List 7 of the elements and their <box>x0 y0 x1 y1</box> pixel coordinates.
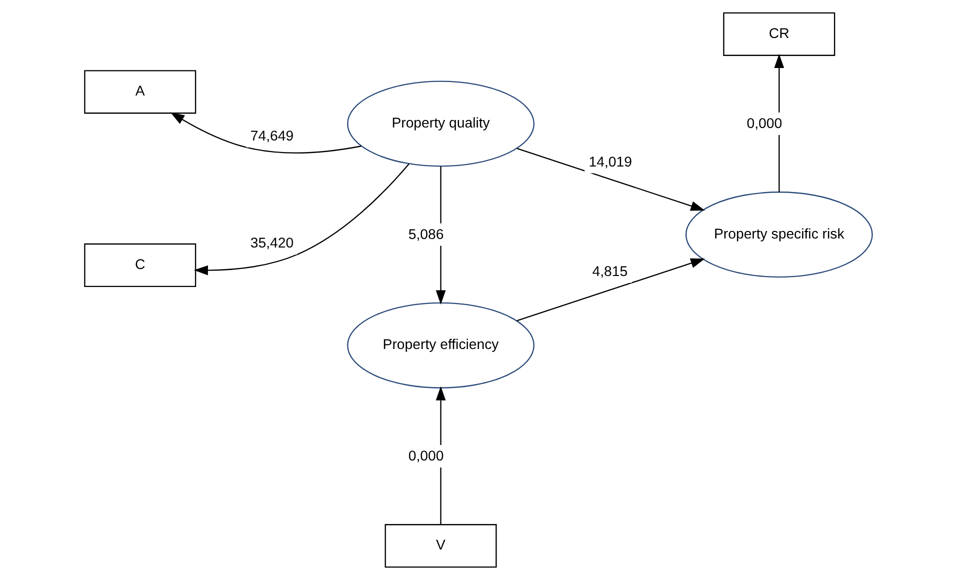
edge-label: 0,000 <box>746 115 782 132</box>
edge-label: 14,019 <box>588 153 632 170</box>
edge-label: 0,000 <box>408 447 444 464</box>
edge-label: 5,086 <box>408 226 444 242</box>
edge-label: 35,420 <box>250 234 294 251</box>
edge-label: 4,815 <box>592 262 628 279</box>
edge-label: 74,649 <box>250 127 294 144</box>
